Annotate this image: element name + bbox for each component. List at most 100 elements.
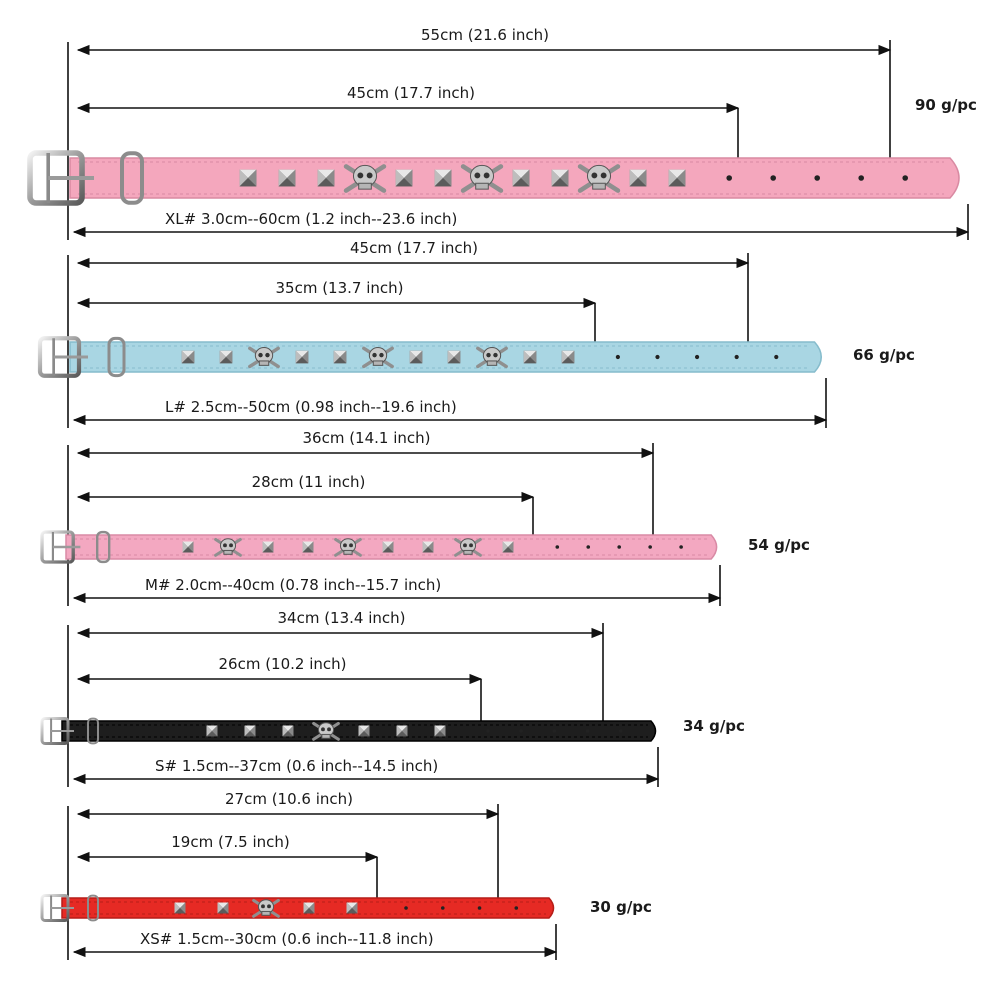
strap-hole	[694, 354, 700, 360]
keeper-loop-icon	[87, 894, 99, 922]
inner-length-label: 26cm (10.2 inch)	[218, 655, 346, 673]
pyramid-stud-icon	[382, 541, 394, 553]
pyramid-stud-icon	[395, 169, 413, 187]
pyramid-stud-icon	[174, 902, 186, 914]
pyramid-stud-icon	[244, 725, 256, 737]
pyramid-stud-icon	[422, 541, 434, 553]
skull-crossbones-icon	[252, 898, 280, 918]
pyramid-stud-icon	[358, 725, 370, 737]
keeper-loop-icon	[120, 151, 144, 205]
inner-length-label: 45cm (17.7 inch)	[347, 84, 475, 102]
inner-length-label: 35cm (13.7 inch)	[275, 279, 403, 297]
outer-length-label: 55cm (21.6 inch)	[421, 26, 549, 44]
skull-crossbones-icon	[312, 721, 340, 741]
strap-hole	[552, 729, 557, 733]
pyramid-stud-icon	[629, 169, 647, 187]
pyramid-stud-icon	[502, 541, 514, 553]
weight-label: 54 g/pc	[748, 536, 810, 554]
keeper-loop-icon	[95, 530, 111, 564]
strap-hole	[858, 175, 864, 181]
strap-hole	[617, 545, 622, 549]
pyramid-stud-icon	[333, 350, 347, 364]
pyramid-stud-icon	[302, 541, 314, 553]
pyramid-stud-icon	[434, 169, 452, 187]
strap-hole	[655, 354, 660, 360]
strap-hole	[555, 545, 560, 549]
pyramid-stud-icon	[512, 169, 530, 187]
pyramid-stud-icon	[551, 169, 569, 187]
strap-hole	[514, 906, 519, 910]
buckle-icon	[27, 150, 94, 206]
pyramid-stud-icon	[561, 350, 575, 364]
pyramid-stud-icon	[668, 169, 686, 187]
pyramid-stud-icon	[523, 350, 537, 364]
strap-hole	[440, 906, 445, 910]
skull-crossbones-icon	[362, 346, 394, 369]
outer-length-label: 27cm (10.6 inch)	[225, 790, 353, 808]
buckle-icon	[40, 894, 74, 922]
keeper-loop-icon	[107, 336, 126, 378]
pyramid-stud-icon	[346, 902, 358, 914]
collar-m: 36cm (14.1 inch)28cm (11 inch)M# 2.0cm--…	[40, 429, 810, 606]
strap-hole	[404, 906, 408, 910]
pyramid-stud-icon	[282, 725, 294, 737]
skull-crossbones-icon	[454, 537, 482, 557]
skull-crossbones-icon	[460, 164, 504, 193]
buckle-icon	[37, 336, 88, 378]
pyramid-stud-icon	[262, 541, 274, 553]
skull-crossbones-icon	[476, 346, 508, 369]
strap-hole	[585, 729, 590, 733]
size-spec-label: XS# 1.5cm--30cm (0.6 inch--11.8 inch)	[140, 930, 434, 948]
pyramid-stud-icon	[317, 169, 335, 187]
size-spec-label: XL# 3.0cm--60cm (1.2 inch--23.6 inch)	[165, 210, 457, 228]
pyramid-stud-icon	[206, 725, 218, 737]
skull-crossbones-icon	[343, 164, 387, 193]
strap-hole	[477, 906, 482, 910]
size-spec-label: S# 1.5cm--37cm (0.6 inch--14.5 inch)	[155, 757, 438, 775]
size-spec-label: M# 2.0cm--40cm (0.78 inch--15.7 inch)	[145, 576, 441, 594]
pyramid-stud-icon	[182, 541, 194, 553]
pyramid-stud-icon	[219, 350, 233, 364]
pyramid-stud-icon	[181, 350, 195, 364]
outer-length-label: 36cm (14.1 inch)	[302, 429, 430, 447]
skull-crossbones-icon	[248, 346, 280, 369]
pyramid-stud-icon	[447, 350, 461, 364]
weight-label: 90 g/pc	[915, 96, 977, 114]
size-spec-label: L# 2.5cm--50cm (0.98 inch--19.6 inch)	[165, 398, 457, 416]
strap-hole	[902, 175, 908, 181]
strap-hole	[734, 354, 739, 360]
strap-hole	[618, 729, 623, 733]
pyramid-stud-icon	[434, 725, 446, 737]
weight-label: 66 g/pc	[853, 346, 915, 364]
strap-hole	[486, 729, 490, 733]
outer-length-label: 45cm (17.7 inch)	[350, 239, 478, 257]
strap-hole	[519, 729, 523, 733]
strap-hole	[814, 175, 820, 181]
strap-hole	[770, 175, 776, 181]
collar-xl: 55cm (21.6 inch) 45cm (17.7 inch) XL# 3.0c…	[27, 26, 977, 240]
buckle-icon	[40, 530, 81, 564]
strap-hole	[648, 545, 652, 549]
pyramid-stud-icon	[295, 350, 309, 364]
strap-hole	[586, 545, 591, 549]
weight-label: 34 g/pc	[683, 717, 745, 735]
pyramid-stud-icon	[239, 169, 257, 187]
skull-crossbones-icon	[334, 537, 362, 557]
strap-hole	[774, 354, 779, 360]
collar-xs: 27cm (10.6 inch)19cm (7.5 inch)XS# 1.5cm…	[40, 790, 652, 960]
pyramid-stud-icon	[217, 902, 229, 914]
skull-crossbones-icon	[214, 537, 242, 557]
outer-length-label: 34cm (13.4 inch)	[277, 609, 405, 627]
skull-crossbones-icon	[577, 164, 621, 193]
collar-l: 45cm (17.7 inch) 35cm (13.7 inch) L# 2.5cm…	[37, 239, 915, 428]
strap-hole	[726, 175, 732, 181]
strap-hole	[615, 354, 620, 360]
pyramid-stud-icon	[303, 902, 315, 914]
pyramid-stud-icon	[278, 169, 296, 187]
strap-hole	[679, 545, 683, 549]
pyramid-stud-icon	[396, 725, 408, 737]
weight-label: 30 g/pc	[590, 898, 652, 916]
collar-s: 34cm (13.4 inch) 26cm (10.2 inch) S# 1.5cm…	[40, 609, 745, 787]
buckle-icon	[40, 717, 74, 745]
